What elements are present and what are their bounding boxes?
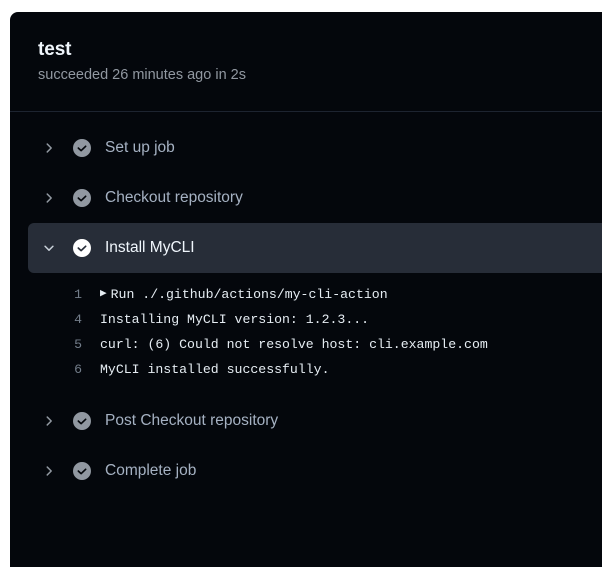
job-log-panel: test succeeded 26 minutes ago in 2s Set … bbox=[10, 12, 602, 567]
chevron-right-icon bbox=[38, 191, 60, 205]
chevron-right-icon bbox=[38, 464, 60, 478]
check-circle-icon bbox=[72, 238, 92, 258]
log-line[interactable]: 5 curl: (6) Could not resolve host: cli.… bbox=[10, 332, 602, 357]
log-line[interactable]: 6 MyCLI installed successfully. bbox=[10, 357, 602, 382]
job-steps-list: Set up job Checkout repository bbox=[10, 112, 602, 496]
step-label: Checkout repository bbox=[105, 188, 243, 206]
step-row-checkout-repository[interactable]: Checkout repository bbox=[10, 173, 602, 223]
log-line-text: MyCLI installed successfully. bbox=[100, 362, 330, 377]
step-log-output: 1 ▶ Run ./.github/actions/my-cli-action … bbox=[10, 273, 602, 396]
step-label: Install MyCLI bbox=[105, 238, 195, 256]
chevron-right-icon bbox=[38, 414, 60, 428]
check-circle-icon bbox=[72, 461, 92, 481]
step-row-install-mycli[interactable]: Install MyCLI bbox=[28, 223, 602, 273]
step-row-post-checkout-repository[interactable]: Post Checkout repository bbox=[10, 396, 602, 446]
log-line-number: 4 bbox=[74, 312, 82, 327]
check-circle-icon bbox=[72, 411, 92, 431]
log-line-text: Installing MyCLI version: 1.2.3... bbox=[100, 312, 370, 327]
step-row-set-up-job[interactable]: Set up job bbox=[10, 123, 602, 173]
log-line-number: 5 bbox=[74, 337, 82, 352]
check-circle-icon bbox=[72, 138, 92, 158]
step-label: Post Checkout repository bbox=[105, 411, 279, 429]
log-line[interactable]: 4 Installing MyCLI version: 1.2.3... bbox=[10, 307, 602, 332]
chevron-down-icon bbox=[38, 241, 60, 255]
job-status-line: succeeded 26 minutes ago in 2s bbox=[38, 66, 246, 83]
log-line-number: 6 bbox=[74, 362, 82, 377]
log-line-text: curl: (6) Could not resolve host: cli.ex… bbox=[100, 337, 488, 352]
log-line[interactable]: 1 ▶ Run ./.github/actions/my-cli-action bbox=[10, 282, 602, 307]
run-group-triangle-icon[interactable]: ▶ bbox=[100, 288, 107, 300]
chevron-right-icon bbox=[38, 141, 60, 155]
step-row-complete-job[interactable]: Complete job bbox=[10, 446, 602, 496]
job-header: test succeeded 26 minutes ago in 2s bbox=[10, 12, 602, 112]
check-circle-icon bbox=[72, 188, 92, 208]
log-line-text: Run ./.github/actions/my-cli-action bbox=[110, 287, 388, 302]
step-label: Complete job bbox=[105, 461, 197, 479]
job-title: test bbox=[38, 39, 72, 60]
step-label: Set up job bbox=[105, 138, 175, 156]
log-line-number: 1 bbox=[74, 287, 82, 302]
